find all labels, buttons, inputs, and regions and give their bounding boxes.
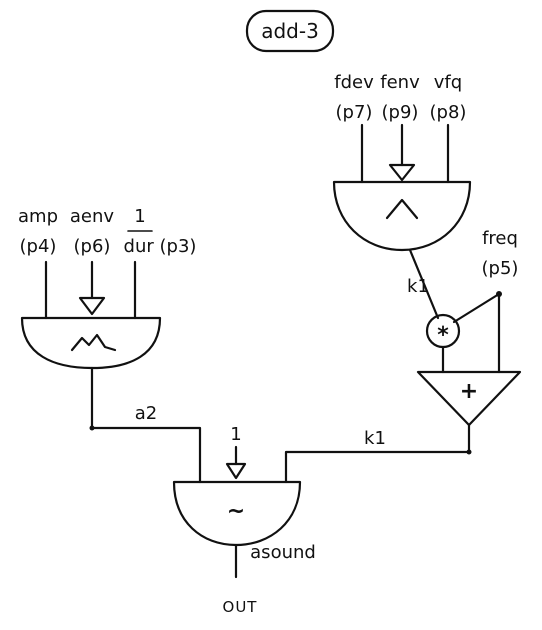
right-input-2-name: fenv xyxy=(380,72,420,93)
adder-output-label: k1 xyxy=(364,428,386,449)
main-osc-input-arrow xyxy=(225,462,247,480)
left-oscillator: amp (p4) aenv (p6) 1 dur (p3) xyxy=(18,206,197,370)
main-osc-symbol: ~ xyxy=(227,499,245,524)
left-osc-output-line xyxy=(90,366,202,484)
left-input-3-param: dur (p3) xyxy=(124,236,197,257)
multiplier: * xyxy=(425,313,461,374)
left-input-2-arrow xyxy=(78,296,106,316)
adder-output-line xyxy=(284,423,471,484)
left-input-2-name: aenv xyxy=(70,206,115,227)
freq-name: freq xyxy=(482,228,518,249)
right-input-2-param: (p9) xyxy=(382,102,419,123)
adder-triangle xyxy=(416,370,522,427)
freq-to-multiplier-line xyxy=(452,292,501,324)
left-input-1-param: (p4) xyxy=(20,236,57,257)
left-osc-output-label: a2 xyxy=(135,403,157,424)
adder-output-dot xyxy=(466,449,472,455)
left-input-3-name: 1 xyxy=(134,206,145,227)
freq-param: (p5) xyxy=(482,258,519,279)
left-input-1-name: amp xyxy=(18,206,58,227)
main-oscillator: 1 ~ asound xyxy=(172,424,316,579)
title-text: add-3 xyxy=(261,19,319,43)
right-osc-output-line xyxy=(408,248,440,320)
right-input-1-name: fdev xyxy=(334,72,374,93)
left-osc-output-dot xyxy=(89,425,95,431)
caret-shape-icon xyxy=(385,198,419,220)
adder-symbol: + xyxy=(460,379,478,404)
title-group: add-3 xyxy=(245,9,335,53)
right-osc-output-label: k1 xyxy=(407,276,429,297)
left-input-2-param: (p6) xyxy=(74,236,111,257)
main-osc-output-label: asound xyxy=(250,542,316,563)
multiplier-symbol: * xyxy=(437,323,449,348)
right-input-3-param: (p8) xyxy=(430,102,467,123)
right-input-2-arrow xyxy=(388,163,416,182)
right-osc-body xyxy=(332,180,472,252)
right-input-1-param: (p7) xyxy=(336,102,373,123)
main-osc-input-label: 1 xyxy=(230,424,241,445)
title-frame xyxy=(245,9,335,53)
out-label: OUT xyxy=(223,598,258,616)
freq-input: freq (p5) xyxy=(452,228,519,374)
envelope-shape-icon xyxy=(70,333,117,352)
right-oscillator: fdev (p7) fenv (p9) vfq (p8) xyxy=(332,72,472,252)
right-input-3-name: vfq xyxy=(434,72,462,93)
adder: + xyxy=(416,370,522,427)
